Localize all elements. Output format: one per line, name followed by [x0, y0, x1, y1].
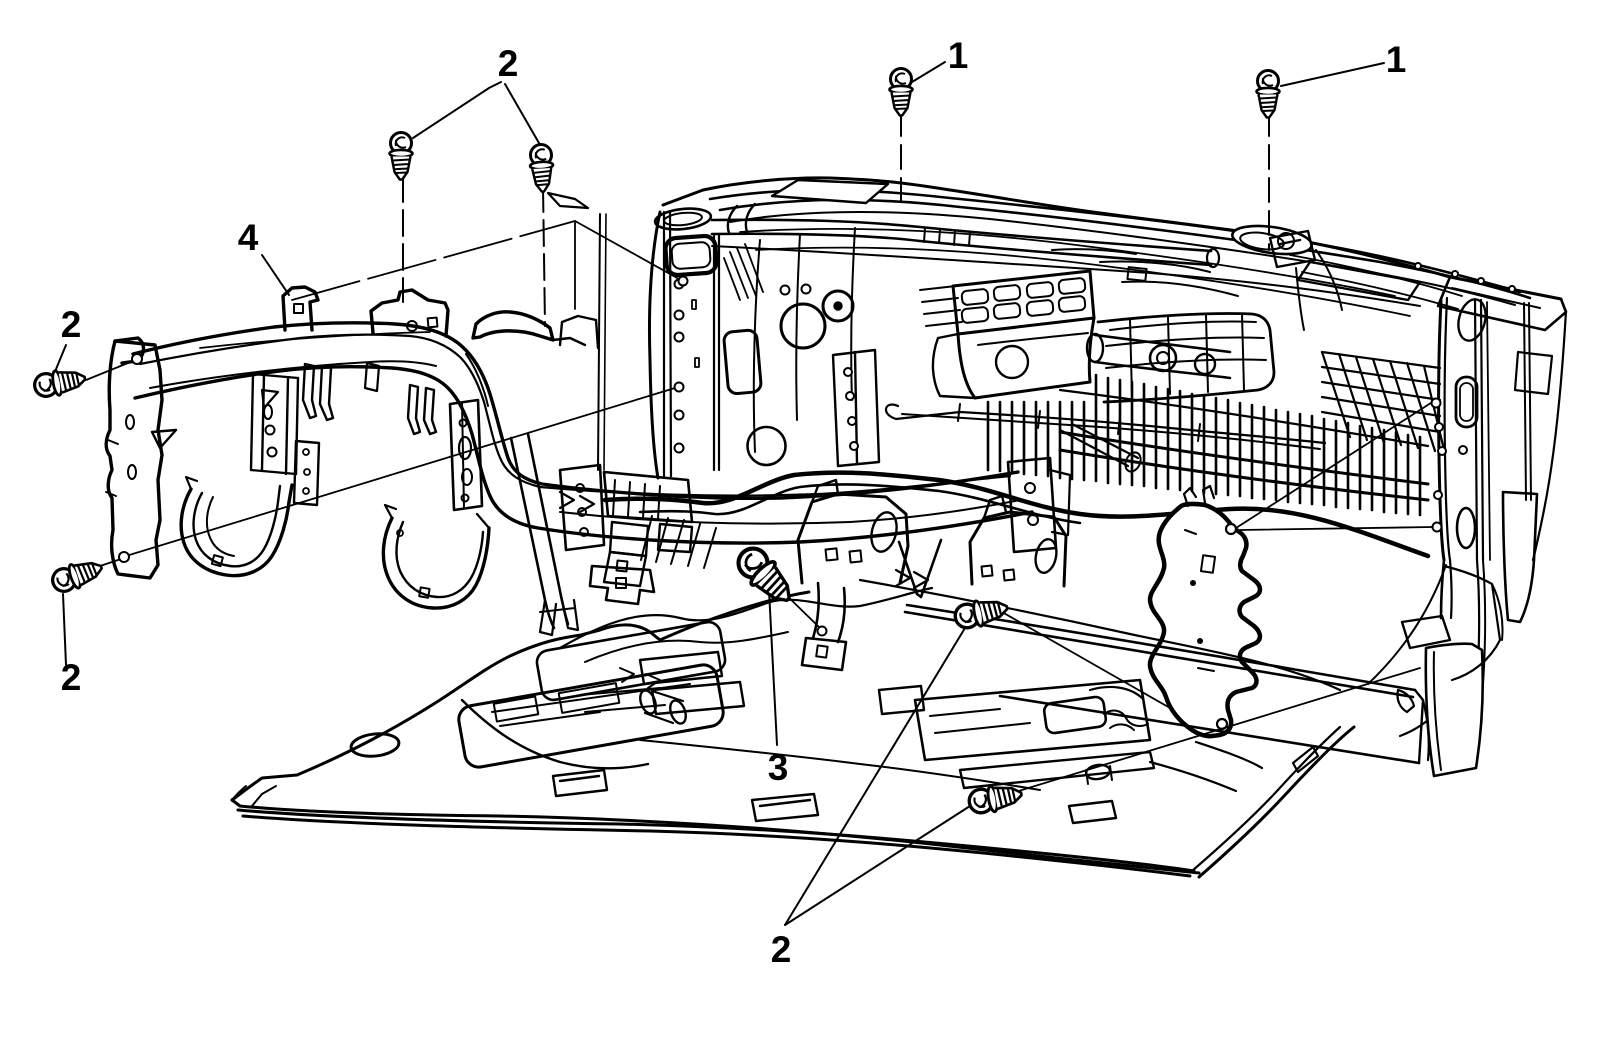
svg-text:2: 2: [498, 43, 519, 84]
svg-text:2: 2: [771, 929, 792, 970]
svg-text:1: 1: [948, 35, 969, 76]
svg-text:2: 2: [61, 304, 82, 345]
svg-text:1: 1: [1386, 39, 1407, 80]
svg-text:4: 4: [238, 217, 259, 258]
svg-text:2: 2: [61, 657, 82, 698]
svg-text:3: 3: [768, 747, 789, 788]
